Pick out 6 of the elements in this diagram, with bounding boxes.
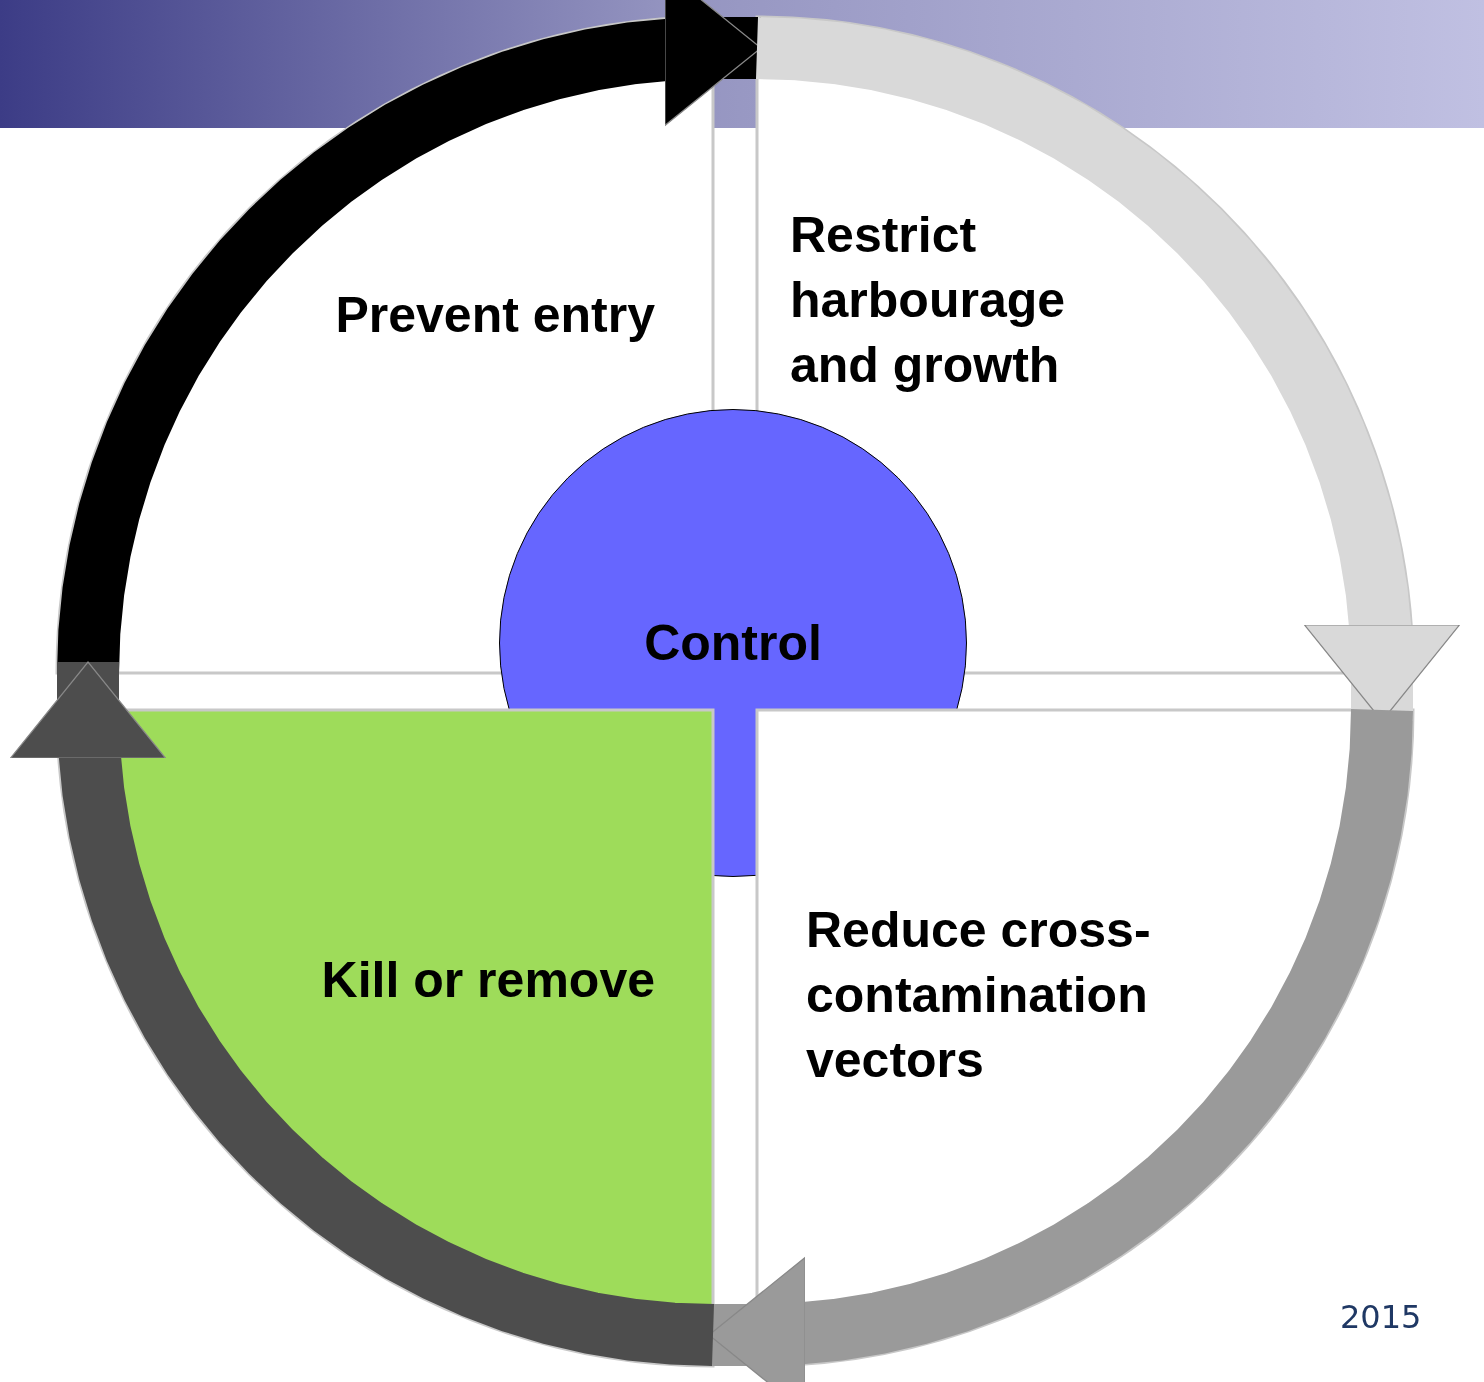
node-label: Control: [644, 613, 822, 673]
node-label: Kill or remove: [320, 951, 655, 1010]
year-note: 2015: [1340, 1298, 1422, 1336]
node-label: Prevent entry: [334, 286, 655, 345]
node-label: Reduce cross-contamination vectors: [806, 901, 1152, 1090]
node-label: Restrict harbourage and growth: [790, 206, 1067, 395]
